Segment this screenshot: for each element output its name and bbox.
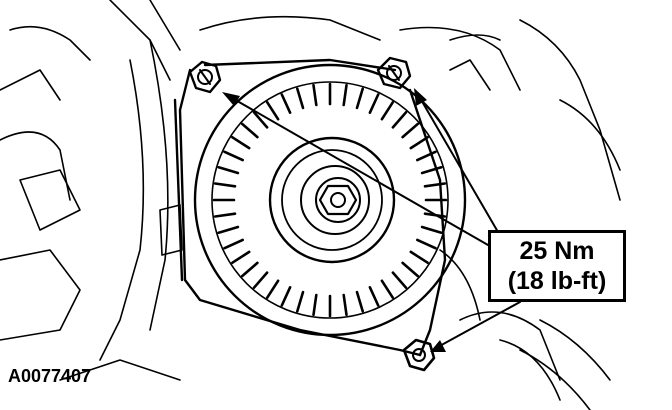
cooling-fin [420,225,443,234]
arrowhead [414,88,427,106]
torque-lbft-label: (18 lb-ft) [507,267,607,295]
cooling-fin [368,93,380,114]
cooling-fin [355,290,365,313]
torque-callout: 25 Nm (18 lb-ft) [488,230,626,302]
cooling-fin [231,250,251,265]
figure-id: A0077407 [8,366,92,386]
cooling-fin [409,136,429,150]
cooling-fin [401,261,420,278]
cooling-fin [420,166,443,175]
cooling-fin [295,87,305,110]
cooling-fin [342,293,348,317]
cooling-fin [409,250,429,265]
cooling-fin [423,182,447,188]
cooling-fin [252,111,269,129]
cooling-fin [241,261,259,278]
cooling-fin [280,93,292,114]
cooling-fin [265,279,280,299]
cooling-fin [280,285,292,307]
cooling-fin [415,150,437,162]
cooling-fin [217,166,240,175]
torque-nm-label: 25 Nm [519,237,595,265]
cooling-fin [355,87,365,110]
cooling-fins [212,82,448,318]
mounting-bracket [173,58,447,357]
bolt-icon [188,60,222,94]
cooling-fin [223,238,244,250]
cooling-fin [217,225,240,234]
cooling-fin [213,182,237,188]
cooling-fin [415,238,437,250]
cooling-fin [312,293,318,317]
cooling-fin [380,279,395,299]
bolt-icon [376,56,412,90]
leader-arrow-icon [231,97,521,349]
arrowhead [430,340,446,352]
cooling-fin [391,271,408,290]
cooling-fin [295,290,305,313]
cooling-fin [213,212,237,218]
cooling-fin [252,271,269,290]
cooling-fin [401,122,420,139]
cooling-fin [380,101,395,121]
cooling-fin [312,83,318,107]
cooling-fin [368,285,380,307]
cooling-fin [342,83,348,107]
alternator-body [193,63,467,337]
arrowhead [222,92,240,106]
cooling-fin [231,136,251,150]
cooling-fin [391,111,408,129]
bolt-icon [402,338,436,372]
cooling-fin [241,122,259,139]
cooling-fin [265,101,280,121]
alternator-pulley-icon [268,136,396,264]
cooling-fin [223,150,244,162]
engine-background [0,0,621,410]
